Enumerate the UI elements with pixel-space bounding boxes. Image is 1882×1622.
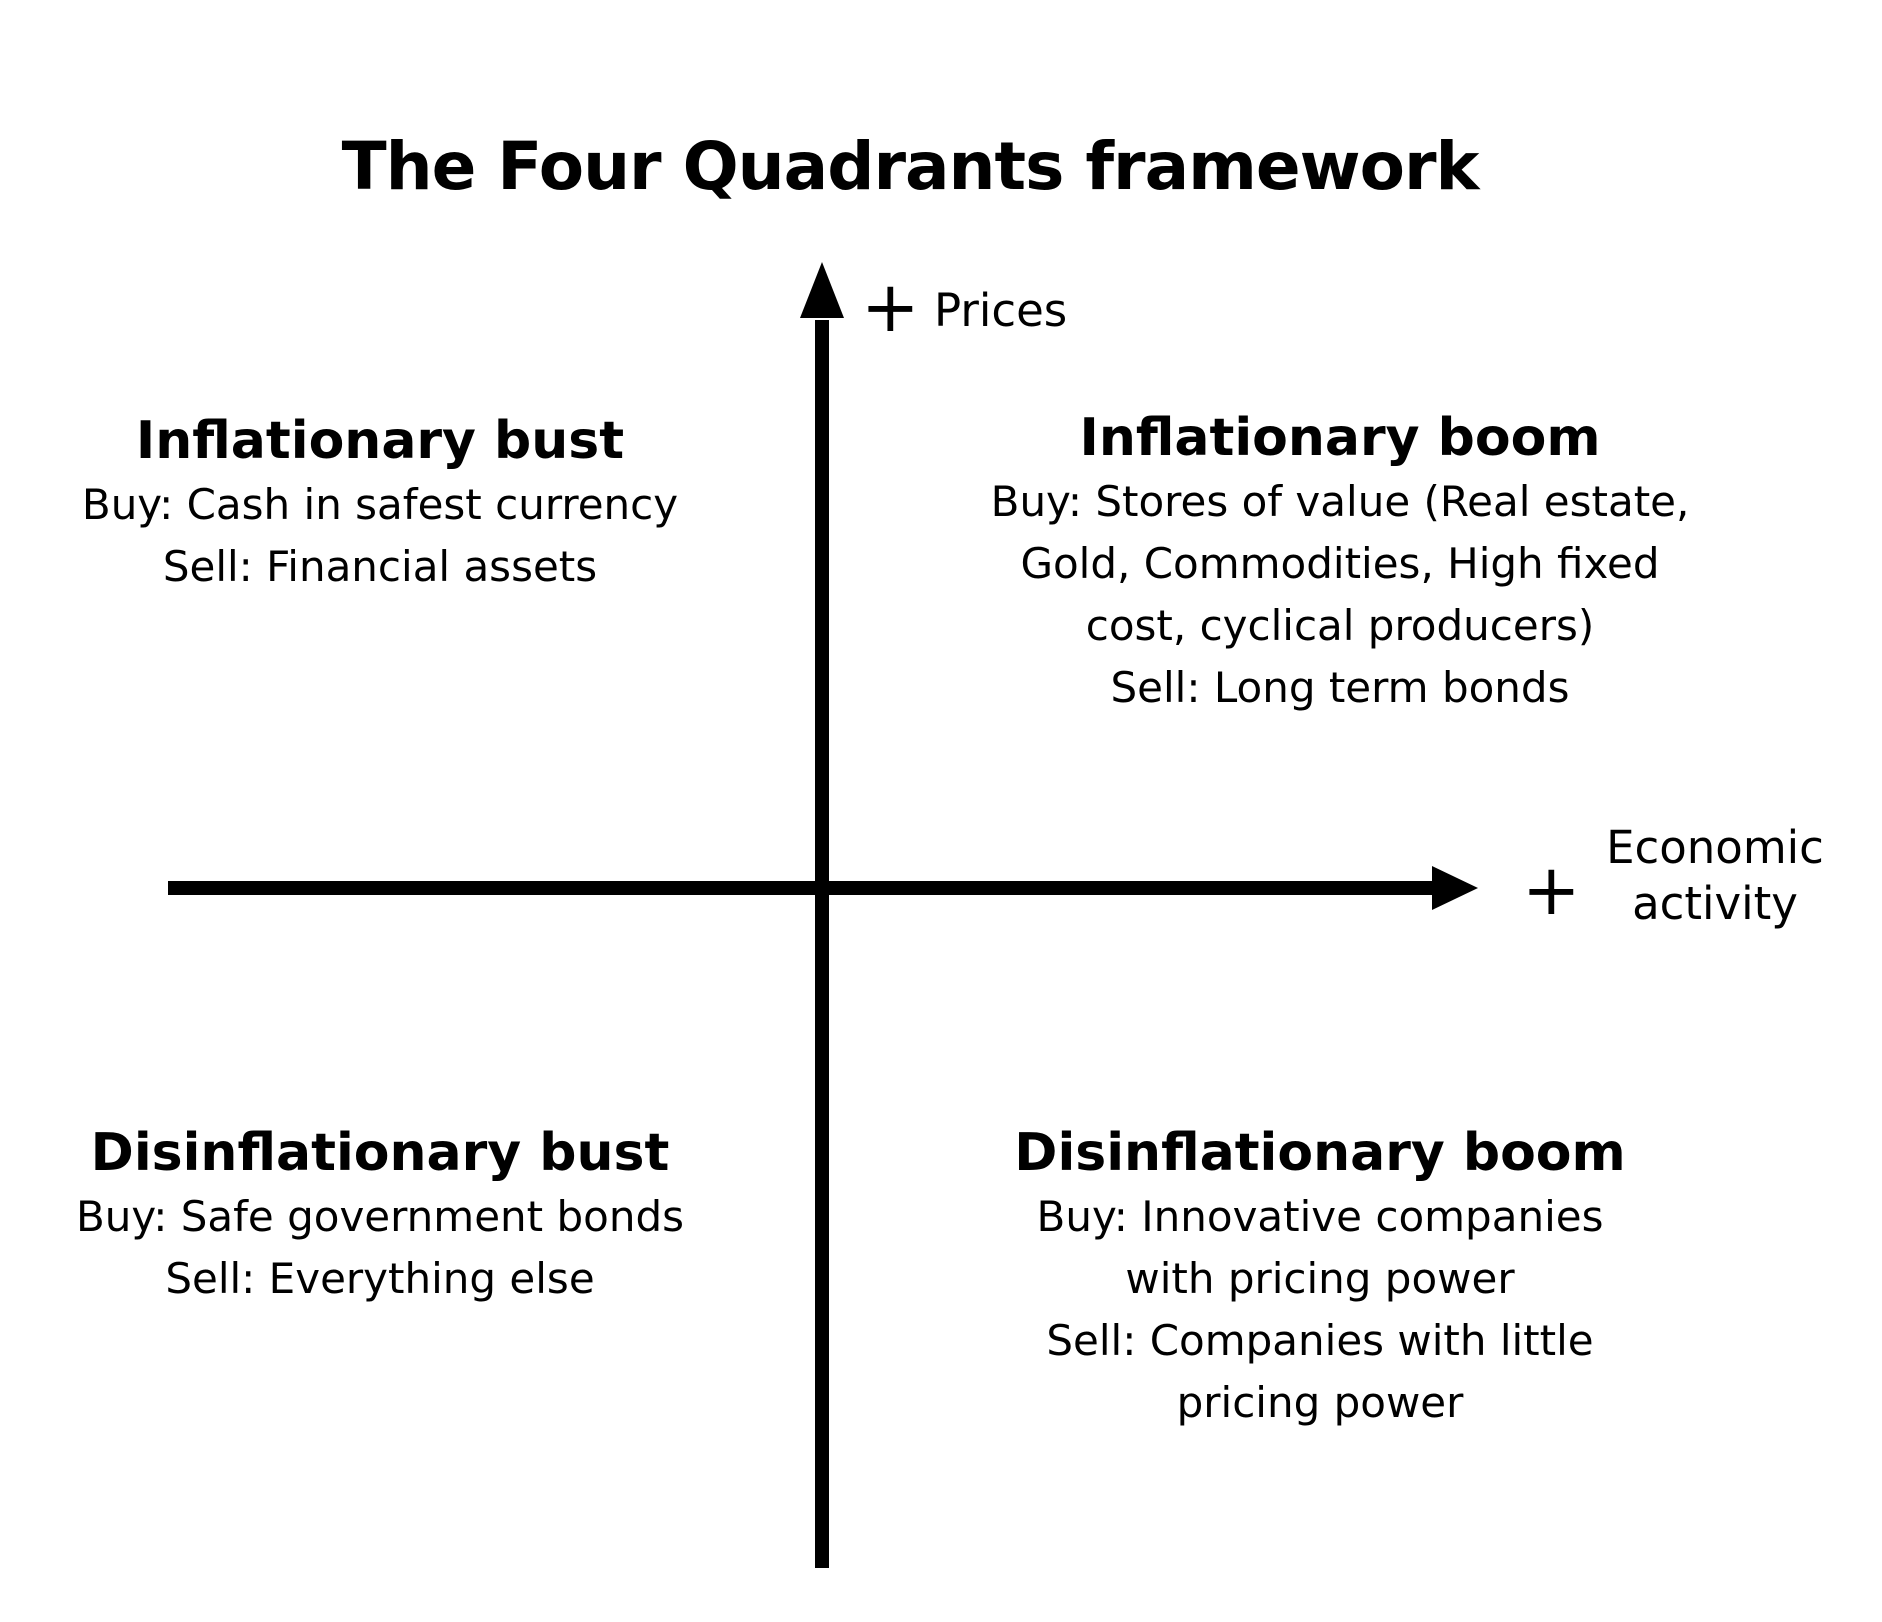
y-axis-label: Prices — [934, 284, 1068, 337]
quadrant-bottom-left: Disinflationary bust Buy: Safe governmen… — [30, 1120, 730, 1310]
x-axis-plus-sign: + — [1522, 849, 1581, 931]
quadrant-title: Disinflationary boom — [1014, 1123, 1626, 1183]
quadrant-top-right: Inflationary boom Buy: Stores of value (… — [980, 405, 1700, 719]
y-axis-plus-sign: + — [861, 266, 920, 348]
quadrant-line: Buy: Cash in safest currency — [81, 480, 679, 529]
quadrant-line: Buy: Innovative companies — [1036, 1192, 1604, 1241]
quadrant-line: Gold, Commodities, High fixed — [1020, 539, 1660, 588]
y-axis-arrowhead — [800, 262, 844, 318]
x-axis-label: Economic activity — [1606, 821, 1824, 930]
diagram-title: The Four Quadrants framework — [341, 128, 1480, 205]
quadrant-bottom-right: Disinflationary boom Buy: Innovative com… — [960, 1120, 1680, 1434]
quadrant-title: Inflationary bust — [135, 411, 625, 471]
quadrant-line: Buy: Stores of value (Real estate, — [990, 477, 1690, 526]
quadrant-line: cost, cyclical producers) — [1085, 601, 1595, 650]
quadrant-line: Buy: Safe government bonds — [75, 1192, 684, 1241]
quadrant-line: Sell: Long term bonds — [1110, 663, 1570, 712]
quadrant-title: Inflationary boom — [1079, 408, 1601, 468]
x-axis-arrowhead — [1432, 866, 1478, 910]
quadrant-line: Sell: Financial assets — [162, 542, 598, 591]
quadrant-line: pricing power — [1176, 1378, 1464, 1427]
quadrant-line: Sell: Everything else — [165, 1254, 595, 1303]
quadrant-top-left: Inflationary bust Buy: Cash in safest cu… — [40, 408, 720, 598]
quadrant-title: Disinflationary bust — [90, 1123, 670, 1183]
quadrant-line: with pricing power — [1125, 1254, 1515, 1303]
quadrant-line: Sell: Companies with little — [1046, 1316, 1594, 1365]
